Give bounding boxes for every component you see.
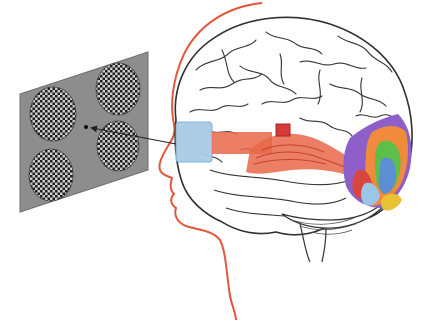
lateral-geniculate-nucleus	[276, 124, 290, 136]
checkerboard-patch	[96, 63, 140, 115]
checkerboard-patch	[30, 87, 76, 141]
checkerboard-patch	[97, 121, 139, 171]
checkerboard-stimulus	[20, 52, 148, 212]
checkerboard-patch	[29, 149, 73, 201]
fixation-dot	[84, 125, 88, 129]
cortex-region-yellow	[381, 194, 402, 211]
eye-icon	[176, 122, 212, 162]
